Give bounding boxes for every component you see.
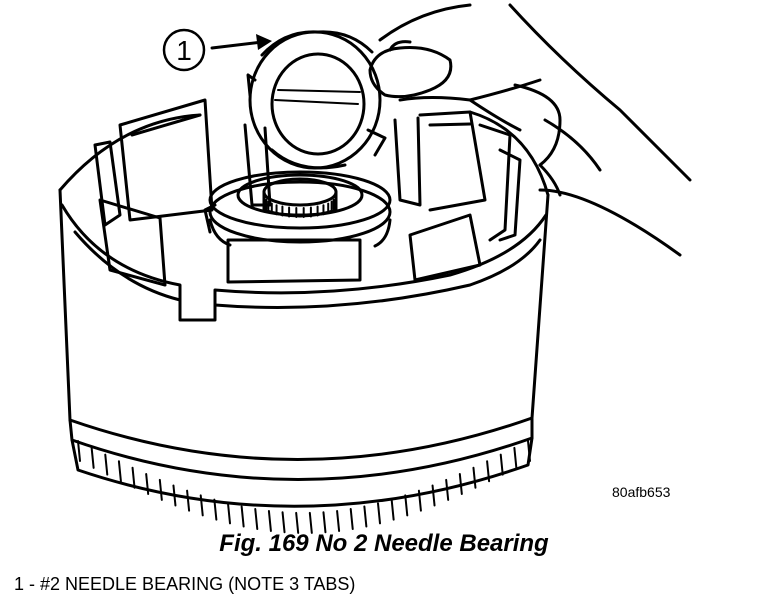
callout-arrow bbox=[210, 34, 272, 50]
center-hub bbox=[203, 170, 392, 248]
legend-item: 1 - #2 NEEDLE BEARING (NOTE 3 TABS) bbox=[14, 574, 356, 594]
figure-id: 80afb653 bbox=[612, 484, 671, 500]
callout-number: 1 bbox=[176, 35, 192, 66]
figure-caption: Fig. 169 No 2 Needle Bearing bbox=[219, 530, 549, 557]
clutch-drum bbox=[58, 110, 550, 461]
hand bbox=[368, 3, 692, 257]
needle-bearing bbox=[246, 30, 387, 170]
splined-ring bbox=[68, 416, 534, 534]
callout-circle bbox=[162, 28, 206, 72]
drum-tabs bbox=[93, 98, 522, 287]
